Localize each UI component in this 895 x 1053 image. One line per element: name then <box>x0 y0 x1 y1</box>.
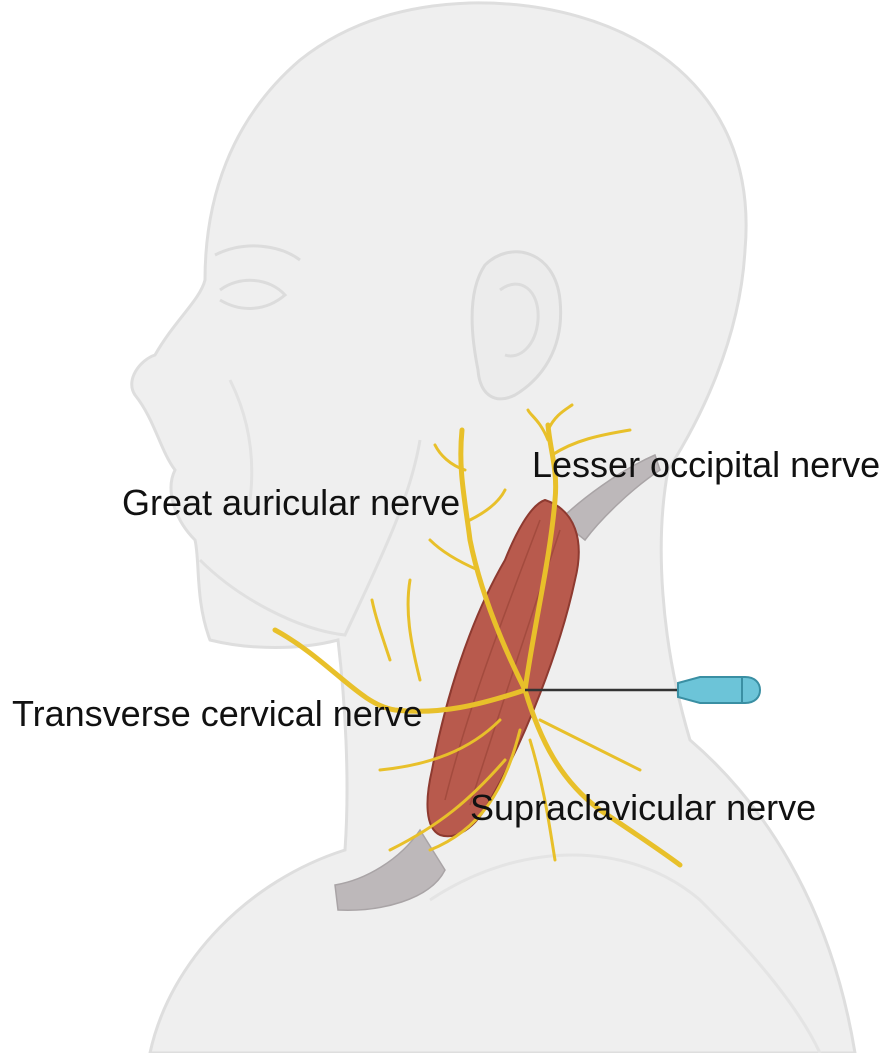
label-great-auricular-nerve: Great auricular nerve <box>122 482 460 523</box>
head-outline <box>132 3 855 1053</box>
label-transverse-cervical-nerve: Transverse cervical nerve <box>12 693 423 734</box>
label-lesser-occipital-nerve: Lesser occipital nerve <box>532 444 880 485</box>
needle-hub <box>678 677 760 703</box>
head-silhouette <box>132 3 855 1053</box>
label-supraclavicular-nerve: Supraclavicular nerve <box>470 787 816 828</box>
